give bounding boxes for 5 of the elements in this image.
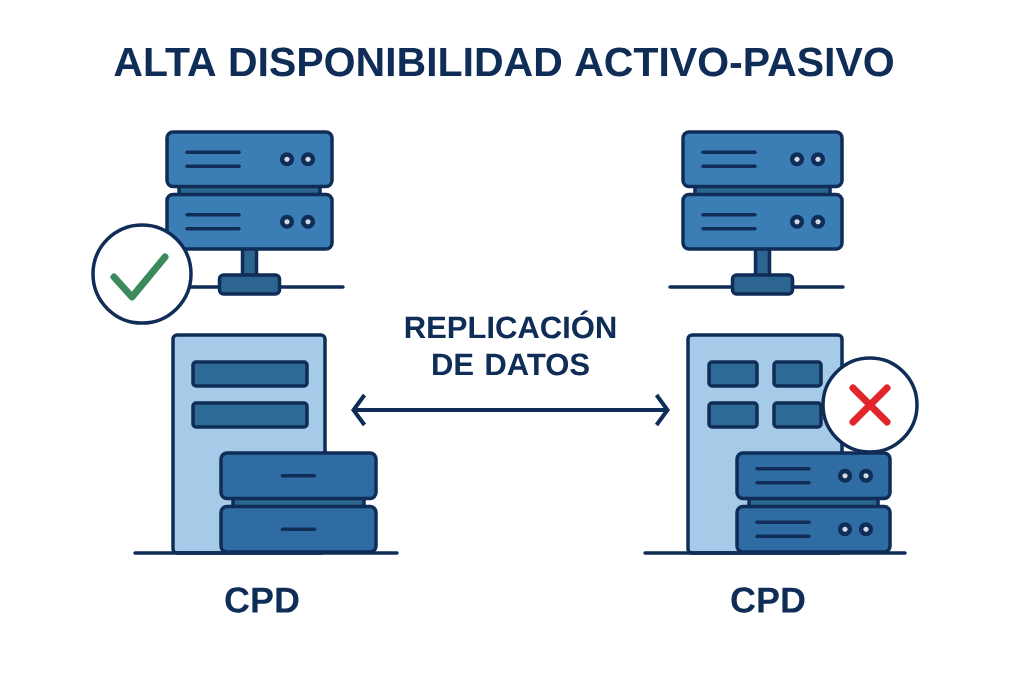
double-arrow <box>351 393 670 427</box>
title: ALTA DISPONIBILIDAD ACTIVO-PASIVO <box>114 47 893 77</box>
site-label: CPD <box>731 587 805 613</box>
site-label: CPD <box>225 587 299 613</box>
edge-label: REPLICACIÓN DE DATOS <box>388 308 633 378</box>
